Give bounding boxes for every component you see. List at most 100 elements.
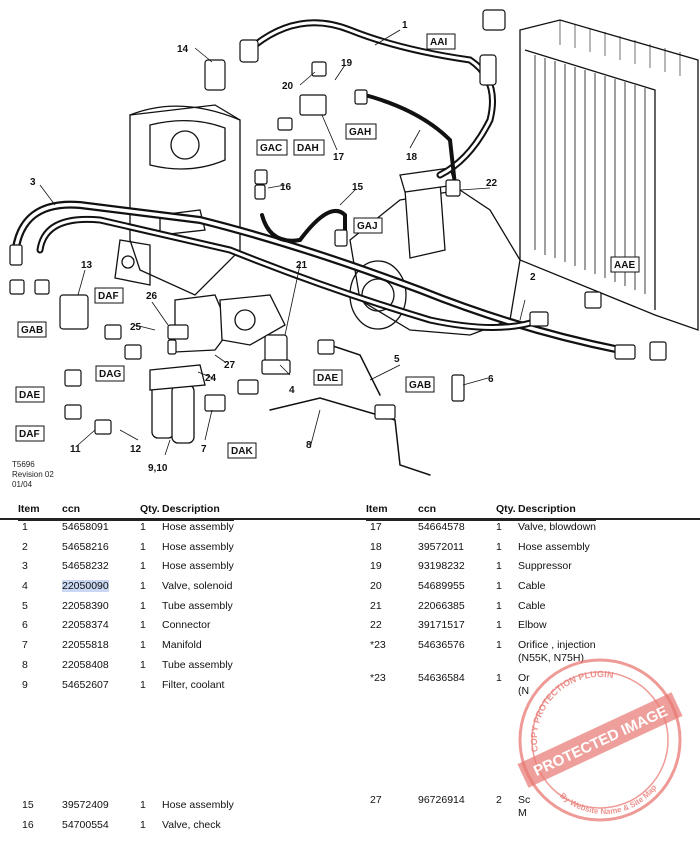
table-cell-ccn-text: 54658216 bbox=[62, 540, 109, 553]
table-cell-ccn: 22058408 bbox=[48, 659, 140, 679]
callout-26: 26 bbox=[146, 291, 158, 302]
table-cell-description: Valve, blowdown bbox=[518, 520, 596, 541]
table-cell-item: 16 bbox=[18, 819, 48, 839]
table-cell-ccn: 54689955 bbox=[402, 580, 496, 600]
code-dak: DAK bbox=[231, 446, 253, 457]
code-dag: DAF bbox=[19, 429, 40, 440]
table-header-rule bbox=[0, 518, 700, 520]
table-cell-item-text: 22 bbox=[370, 619, 382, 632]
table-cell-item-text: 8 bbox=[22, 658, 28, 671]
table-cell-description-text: Hose assembly bbox=[162, 540, 234, 553]
hose-15 bbox=[260, 209, 347, 243]
table-cell-item-text: 6 bbox=[22, 619, 28, 632]
table-cell-qty-text: 1 bbox=[140, 560, 146, 573]
table-cell-item: 27 bbox=[366, 794, 402, 827]
code-gab-1: GAB bbox=[21, 325, 43, 336]
table-cell-ccn-text: 54700554 bbox=[62, 818, 109, 831]
compressor-airend bbox=[349, 167, 521, 336]
table-cell-description-text: Filter, coolant bbox=[162, 678, 225, 691]
table-cell-qty-text: 1 bbox=[496, 560, 502, 573]
table-cell-qty: 1 bbox=[140, 659, 162, 679]
code-gac: GAC bbox=[260, 143, 282, 154]
table-cell-description-text: Manifold bbox=[162, 639, 202, 652]
table-cell-qty-text: 1 bbox=[496, 521, 502, 533]
table-cell-description-text: Hose assembly bbox=[162, 799, 234, 811]
table-cell-description: Hose assembly bbox=[162, 560, 234, 580]
callout-14: 14 bbox=[177, 44, 189, 55]
table-cell-qty: 1 bbox=[496, 520, 518, 541]
table-cell-item-text: 3 bbox=[22, 560, 28, 573]
table-cell-item-text: 21 bbox=[370, 599, 382, 612]
table-cell-description: Manifold bbox=[162, 639, 234, 659]
table-cell-description-text: Cable bbox=[518, 580, 546, 593]
code-dae-1: DAG bbox=[99, 369, 121, 380]
table-cell-qty-text: 1 bbox=[140, 580, 146, 593]
table-cell-item-text: 15 bbox=[22, 799, 34, 811]
table-cell-description-text: Cable bbox=[518, 599, 546, 612]
table-cell-description: Cable bbox=[518, 600, 596, 620]
table-cell-description-text: Suppressor bbox=[518, 560, 572, 573]
table-cell-qty-text: 1 bbox=[496, 639, 502, 652]
callout-13: 13 bbox=[81, 260, 93, 271]
table-cell-item: 3 bbox=[18, 560, 48, 580]
header-item: Item bbox=[366, 499, 402, 521]
table-cell-item-text: 7 bbox=[22, 639, 28, 652]
manifold-bracket bbox=[174, 294, 286, 353]
table-cell-description-text: Hose assembly bbox=[518, 540, 590, 553]
table-cell-item: 4 bbox=[18, 580, 48, 600]
table-cell-note: (N bbox=[518, 685, 530, 698]
table-cell-qty: 1 bbox=[496, 672, 518, 705]
table-cell-qty: 1 bbox=[140, 639, 162, 659]
table-cell-qty: 1 bbox=[496, 580, 518, 600]
table-cell-ccn-text: 54689955 bbox=[418, 580, 465, 593]
table-cell-description: Hose assembly bbox=[162, 541, 234, 561]
callout-11: 11 bbox=[70, 444, 81, 455]
table-cell-ccn: 22058374 bbox=[48, 619, 140, 639]
table-cell-item-text: 16 bbox=[22, 818, 34, 831]
table-cell-qty-text: 1 bbox=[496, 599, 502, 612]
table-cell-description: Hose assembly bbox=[162, 520, 234, 541]
table-cell-description: Elbow bbox=[518, 619, 596, 639]
table-cell-qty: 1 bbox=[140, 819, 162, 839]
table-cell-qty: 1 bbox=[496, 619, 518, 639]
table-cell-item: *23 bbox=[366, 639, 402, 672]
table-cell-description-text: Valve, solenoid bbox=[162, 580, 233, 593]
figure-revision: Revision 02 bbox=[12, 470, 54, 479]
code-dae-2: DAE bbox=[317, 373, 338, 384]
table-cell-item-text: 5 bbox=[22, 599, 28, 612]
table-cell-description: Hose assembly bbox=[162, 799, 234, 819]
table-cell-ccn: 39171517 bbox=[402, 619, 496, 639]
table-cell-item: *23 bbox=[366, 672, 402, 705]
table-cell-item: 22 bbox=[366, 619, 402, 639]
table-cell-qty: 1 bbox=[140, 560, 162, 580]
table-cell-qty: 1 bbox=[496, 600, 518, 620]
table-cell-description-text: Hose assembly bbox=[162, 521, 234, 533]
table-header: Item ccn Qty. Description bbox=[18, 499, 234, 521]
exploded-parts-diagram: 1 2 3 4 5 6 7 8 9,10 11 12 13 14 15 16 1… bbox=[9, 9, 699, 489]
table-cell-qty-text: 2 bbox=[496, 794, 502, 806]
table-cell-ccn: 54658232 bbox=[48, 560, 140, 580]
callout-6: 6 bbox=[488, 374, 494, 385]
table-cell-qty: 1 bbox=[140, 799, 162, 819]
table-cell-item-text: 18 bbox=[370, 540, 382, 553]
table-cell-qty: 1 bbox=[496, 560, 518, 580]
code-daf-1: DAF bbox=[98, 291, 119, 302]
code-gaj: GAJ bbox=[357, 221, 378, 232]
table-cell-description-text: Hose assembly bbox=[162, 560, 234, 573]
table-cell-qty-text: 1 bbox=[496, 580, 502, 593]
separator-tank bbox=[114, 104, 241, 296]
figure-ref-code: T5696 bbox=[12, 460, 35, 469]
table-cell-ccn-text: 54652607 bbox=[62, 678, 109, 691]
figure-date: 01/04 bbox=[12, 480, 33, 489]
table-cell-qty: 1 bbox=[140, 520, 162, 541]
